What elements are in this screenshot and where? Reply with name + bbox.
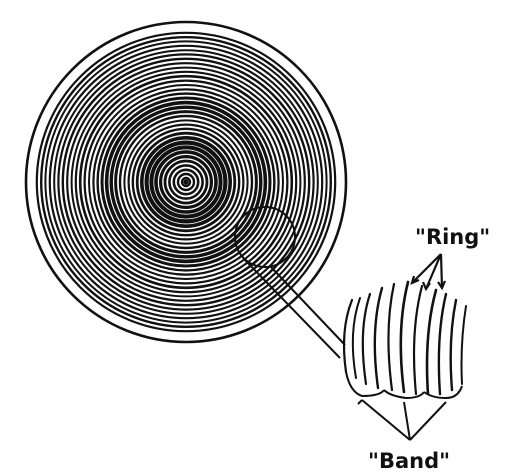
ring-label: "Ring": [415, 225, 490, 249]
enlarged-ring-line: [414, 286, 422, 394]
enlarged-ring-line: [344, 300, 352, 372]
enlarged-ring-line: [388, 284, 394, 390]
band-label: "Band": [368, 449, 450, 473]
enlarged-ring-line: [353, 298, 360, 378]
enlarged-ring-line: [427, 290, 436, 394]
ring-center-dot: [183, 179, 188, 184]
enlarged-ring-line: [375, 288, 382, 388]
enlarged-ring-line: [462, 306, 467, 384]
magnifier-connector-line: [270, 266, 345, 345]
ring-pointer-arrows: [412, 254, 445, 289]
enlarged-ring-line: [451, 300, 456, 390]
enlarged-ring-line: [363, 294, 370, 384]
enlarged-ring-detail: [344, 282, 466, 394]
enlarged-ring-line: [439, 294, 446, 394]
band-pointer-lines: [358, 400, 446, 440]
enlarged-ring-line: [401, 282, 408, 392]
concentric-rings: [26, 22, 346, 342]
